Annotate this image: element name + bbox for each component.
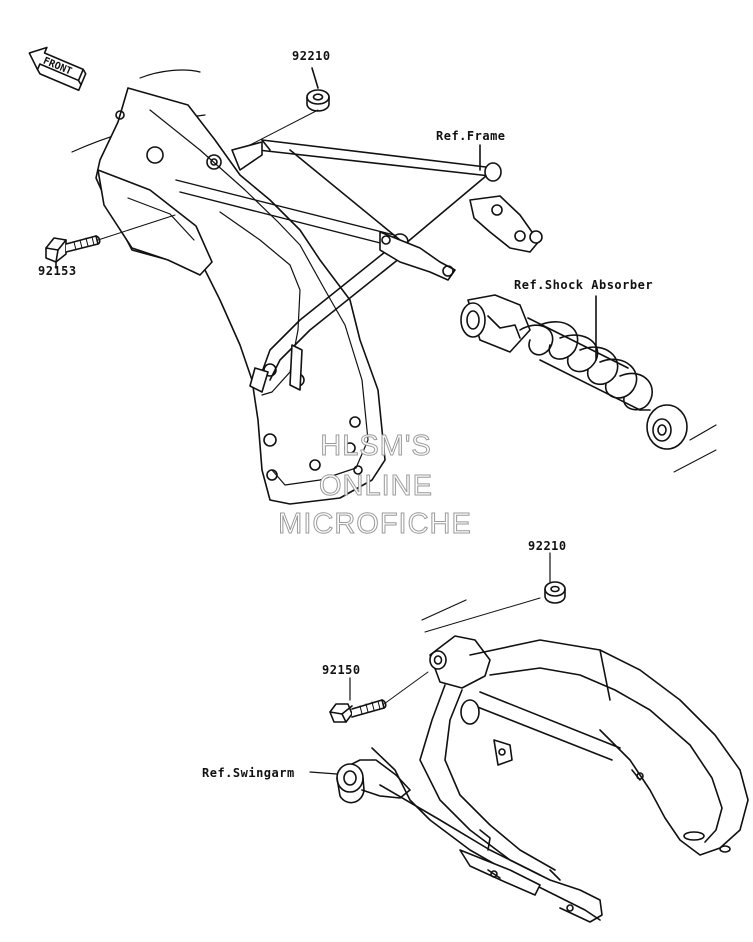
label-92153[interactable]: 92153 [38, 264, 77, 278]
label-ref-frame[interactable]: Ref.Frame [436, 129, 506, 143]
frame-drawing [55, 67, 543, 505]
watermark-line-2: ONLINE [319, 470, 433, 503]
front-arrow-icon: FRONT [28, 46, 87, 92]
label-92210-bottom[interactable]: 92210 [528, 539, 567, 553]
watermark-line-3: MICROFICHE [278, 508, 472, 541]
bolt-92150 [329, 671, 429, 723]
label-92210-top[interactable]: 92210 [292, 49, 331, 63]
watermark-line-1: HLSM'S [320, 430, 432, 463]
label-ref-swingarm[interactable]: Ref.Swingarm [202, 766, 295, 780]
nut-92210-top [306, 89, 330, 112]
swingarm-drawing [309, 597, 749, 923]
label-ref-shock-absorber[interactable]: Ref.Shock Absorber [514, 278, 654, 292]
nut-92210-bottom [544, 552, 566, 604]
bolt-92153 [45, 214, 176, 263]
shock-absorber-drawing [460, 294, 717, 473]
label-92150[interactable]: 92150 [322, 663, 361, 677]
